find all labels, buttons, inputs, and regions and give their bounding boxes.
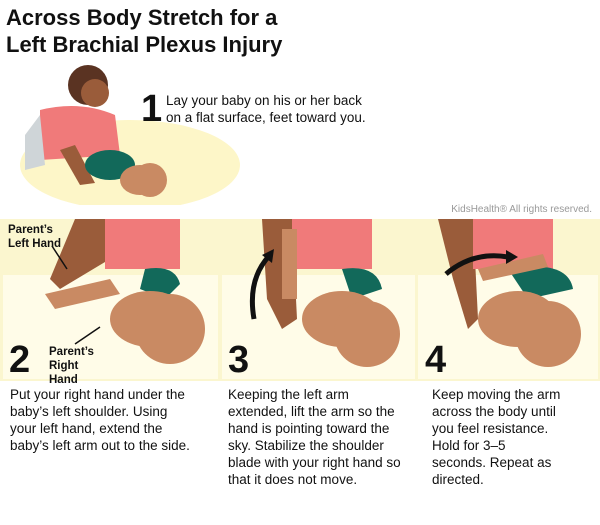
curved-arrow-up-icon xyxy=(249,253,272,320)
copyright-credit: KidsHealth® All rights reserved. xyxy=(451,204,592,215)
step-2-text: Put your right hand under the baby’s lef… xyxy=(10,387,190,453)
step-3-illustration xyxy=(249,219,400,367)
page-title: Across Body Stretch for a Left Brachial … xyxy=(6,4,282,58)
step-2-number: 2 xyxy=(9,339,31,381)
curved-arrow-right-icon xyxy=(444,253,509,276)
step-4-number: 4 xyxy=(425,339,447,381)
step-3-text: Keeping the left arm extended, lift the … xyxy=(228,387,401,487)
label-parent-right-hand: Parent’s Right Hand xyxy=(49,346,94,386)
step-1-text: Lay your baby on his or her back on a fl… xyxy=(166,93,366,125)
step-1-illustration xyxy=(20,65,240,205)
step-3-number: 3 xyxy=(228,339,250,381)
step-4-illustration xyxy=(438,219,581,367)
title-line-2: Left Brachial Plexus Injury xyxy=(6,32,283,57)
title-line-1: Across Body Stretch for a xyxy=(6,5,278,30)
step-2-illustration xyxy=(45,219,205,364)
step-1-number: 1 xyxy=(141,88,163,130)
step-4-text: Keep moving the arm across the body unti… xyxy=(432,387,561,487)
label-parent-left-hand: Parent’s Left Hand xyxy=(8,224,62,250)
